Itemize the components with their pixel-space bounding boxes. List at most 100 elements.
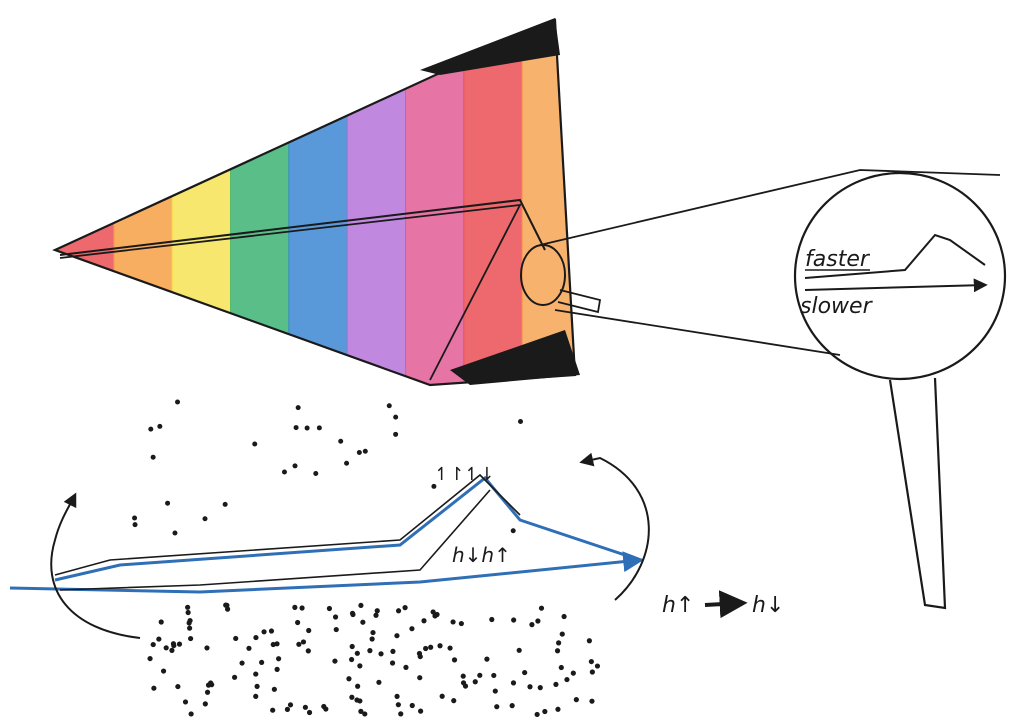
- molecule-dot: [389, 660, 396, 666]
- molecule-dot: [332, 614, 339, 620]
- molecule-dot: [349, 694, 355, 700]
- molecule-dot: [460, 673, 466, 679]
- molecule-dot: [356, 450, 362, 456]
- molecule-dot: [556, 640, 562, 646]
- molecule-dot: [472, 679, 478, 685]
- molecule-dot: [354, 650, 360, 656]
- magnifier: faster slower: [520, 169, 1007, 610]
- molecule-dot: [170, 641, 177, 647]
- spectrum-band: [171, 20, 231, 385]
- molecule-dot: [570, 670, 576, 676]
- molecule-dot: [254, 683, 260, 689]
- molecule-dot: [259, 659, 265, 666]
- molecule-dot: [284, 706, 291, 712]
- molecule-dot: [302, 704, 308, 710]
- molecule-dot: [431, 483, 437, 489]
- molecule-dot: [398, 711, 404, 717]
- molecule-dot: [182, 699, 189, 705]
- molecule-dot: [253, 671, 259, 677]
- molecule-dot: [187, 617, 193, 624]
- molecule-dot: [316, 425, 322, 431]
- molecule-dot: [270, 707, 276, 713]
- molecule-dot: [492, 688, 498, 694]
- molecule-dot: [516, 647, 522, 653]
- molecule-dot: [510, 680, 517, 686]
- molecule-dot: [409, 626, 415, 632]
- label-faster: faster: [805, 247, 871, 272]
- molecule-dot: [151, 685, 157, 691]
- molecule-dot: [451, 698, 457, 704]
- molecule-dot: [542, 708, 548, 715]
- molecule-dot: [268, 628, 275, 634]
- left-loop-arrow: [50, 492, 141, 639]
- flow-paths: [9, 452, 650, 639]
- cone-tip-top: [420, 18, 560, 75]
- molecule-dot: [564, 676, 570, 683]
- molecule-dot: [421, 618, 427, 624]
- molecule-dot: [306, 709, 313, 716]
- molecule-dot: [489, 616, 495, 623]
- molecule-dot: [253, 693, 259, 699]
- molecule-dot: [150, 454, 156, 460]
- molecule-dot: [554, 648, 561, 654]
- molecule-dot: [160, 668, 167, 674]
- molecule-dot: [586, 638, 592, 644]
- molecule-dot: [362, 448, 368, 454]
- molecule-dot: [561, 613, 567, 620]
- molecule-dot: [509, 703, 515, 709]
- molecule-dot: [202, 516, 208, 522]
- molecule-dot: [386, 403, 392, 409]
- flow-outline-bottom: [59, 489, 491, 591]
- molecule-dot: [558, 664, 564, 671]
- cone-inner-line-bottom: [59, 203, 522, 381]
- molecule-dot: [188, 635, 194, 642]
- molecule-dot: [403, 664, 409, 670]
- molecule-dot: [224, 602, 230, 608]
- cone-tip-bottom: [450, 330, 580, 385]
- molecule-dot: [252, 441, 258, 447]
- molecule-dot: [281, 469, 287, 475]
- molecule-dot: [172, 530, 178, 536]
- molecule-dot: [231, 674, 238, 680]
- molecule-dot: [395, 702, 401, 708]
- molecule-dot: [305, 648, 311, 654]
- molecule-dot: [437, 643, 443, 649]
- molecule-dot: [188, 711, 194, 717]
- molecule-dot: [344, 460, 350, 466]
- molecule-dot: [150, 641, 156, 648]
- molecule-dot: [293, 425, 299, 431]
- molecule-dot: [202, 701, 208, 707]
- molecule-dot: [510, 528, 516, 534]
- molecule-dot: [358, 708, 364, 714]
- spectrum-band: [55, 20, 115, 385]
- annotation-conversion-right: h↓: [752, 593, 784, 618]
- molecule-dot: [292, 604, 298, 610]
- molecule-dot: [357, 663, 363, 669]
- molecule-dot: [589, 669, 595, 675]
- molecule-dot: [222, 501, 228, 507]
- molecule-dot: [204, 689, 211, 695]
- molecule-dot: [522, 669, 528, 676]
- molecule-dot: [450, 619, 456, 625]
- molecule-dot: [132, 515, 138, 521]
- molecule-dot: [300, 639, 307, 645]
- molecule-dot: [204, 645, 210, 651]
- molecule-dot: [165, 500, 171, 506]
- molecule-dot: [296, 641, 302, 647]
- molecule-dot: [253, 634, 259, 641]
- molecule-dot: [573, 697, 579, 703]
- molecule-dot: [358, 602, 364, 609]
- magnifier-fast-line: [804, 233, 986, 279]
- molecule-dot: [484, 656, 490, 662]
- molecule-dot: [423, 645, 429, 652]
- molecule-dot: [430, 609, 436, 615]
- magnifier-small-lens: [520, 244, 566, 306]
- molecule-dots: [132, 399, 601, 718]
- molecule-dot: [271, 686, 277, 692]
- magnifier-lens: [793, 171, 1007, 381]
- molecule-dot: [477, 672, 483, 678]
- molecule-dot: [338, 438, 344, 444]
- molecule-dot: [439, 693, 445, 699]
- molecule-dot: [261, 629, 267, 635]
